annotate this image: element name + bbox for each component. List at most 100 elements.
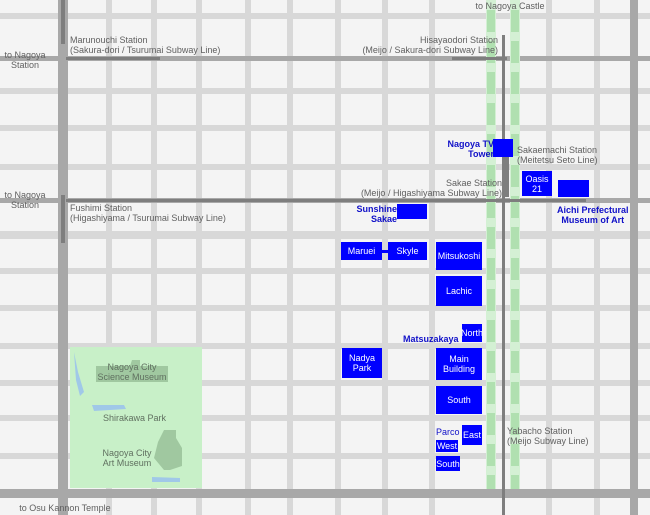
- street: [429, 0, 435, 515]
- street: [0, 305, 650, 311]
- building-name-line2: Building: [442, 364, 476, 374]
- road-east-edge: [630, 0, 638, 515]
- mitsukoshi-building: Mitsukoshi: [436, 242, 482, 270]
- maruei-building: Maruei: [341, 242, 382, 260]
- direction-west-label: to Nagoya Station: [0, 190, 50, 210]
- road-sakura-dori: [0, 56, 650, 61]
- station-name: Sakaemachi Station: [517, 145, 598, 155]
- street: [0, 164, 650, 170]
- art-museum-label: Nagoya City Art Museum: [92, 448, 162, 468]
- sunshine-sakae-label: Sunshine Sakae: [340, 204, 397, 224]
- street: [0, 268, 650, 274]
- direction-west-line1: to Nagoya: [4, 50, 46, 60]
- building-name-line2: Art Museum: [102, 458, 152, 468]
- subway-line-sakura-dori: [452, 57, 507, 60]
- building-name-line2: Sakae: [370, 214, 397, 224]
- street: [0, 88, 650, 94]
- building-name-line1: Main: [449, 354, 469, 364]
- street: [0, 453, 650, 459]
- building-name-line2: Park: [352, 363, 372, 373]
- park-pond: [92, 405, 126, 411]
- street: [0, 415, 650, 421]
- nagoya-tv-tower-building: [493, 139, 513, 157]
- art-museum-shape: [154, 430, 182, 470]
- station-name: Sakae Station: [445, 178, 502, 188]
- station-lines: (Meijo / Higashiyama Subway Line): [360, 188, 502, 198]
- direction-west-label: to Nagoya Station: [0, 50, 50, 70]
- parco-south-building: South: [436, 456, 460, 471]
- building-name-line1: Oasis: [525, 173, 549, 184]
- station-lines: (Sakura-dori / Tsurumai Subway Line): [70, 45, 221, 55]
- direction-north-label: to Nagoya Castle: [475, 1, 545, 11]
- subway-line-tsurumai: [61, 0, 65, 44]
- subway-line-meitetsu-seto: [505, 157, 509, 197]
- subway-line-tsurumai: [61, 195, 65, 243]
- matsuzakaya-label: Matsuzakaya: [403, 334, 459, 344]
- matsuzakaya-main-building: Main Building: [436, 348, 482, 380]
- station-marunouchi-label: Marunouchi Station (Sakura-dori / Tsurum…: [70, 35, 220, 55]
- building-name-line1: Nadya: [348, 353, 375, 363]
- park-pond: [152, 477, 180, 482]
- parco-west-building: West: [436, 440, 458, 452]
- subway-line-meijo: [502, 35, 505, 515]
- sunshine-sakae-building: [397, 204, 427, 219]
- station-hisayaodori-label: Hisayaodori Station (Meijo / Sakura-dori…: [340, 35, 498, 55]
- building-name-line2: Tower: [468, 149, 494, 159]
- nagoya-tv-tower-label: Nagoya TV Tower: [430, 139, 494, 159]
- station-name: Hisayaodori Station: [419, 35, 498, 45]
- street: [0, 380, 650, 386]
- park-pond: [74, 352, 84, 396]
- matsuzakaya-south-building: South: [436, 386, 482, 414]
- station-lines: (Meijo / Sakura-dori Subway Line): [362, 45, 498, 55]
- building-name-line2: 21: [531, 183, 542, 194]
- science-museum-shape: [96, 360, 168, 382]
- direction-west-line2: Station: [10, 200, 40, 210]
- station-lines: (Meitetsu Seto Line): [517, 155, 598, 165]
- nadya-park-building: Nadya Park: [342, 348, 382, 378]
- building-name-line1: Nagoya City: [102, 448, 152, 458]
- station-sakaemachi-label: Sakaemachi Station (Meitetsu Seto Line): [517, 145, 598, 165]
- building-name-line1: Aichi Prefectural: [557, 205, 629, 215]
- building-name-line1: Nagoya TV: [447, 139, 494, 149]
- street: [106, 0, 112, 515]
- building-name-line2: Museum of Art: [561, 215, 625, 225]
- parco-east-building: East: [462, 425, 482, 445]
- lachic-building: Lachic: [436, 276, 482, 306]
- street: [594, 0, 600, 515]
- skyle-building: Skyle: [388, 242, 427, 260]
- matsuzakaya-north-building: North: [461, 324, 483, 342]
- road-hisaya-west: [58, 0, 68, 515]
- parco-label: Parco: [436, 427, 460, 437]
- station-sakae-label: Sakae Station (Meijo / Higashiyama Subwa…: [340, 178, 502, 198]
- street: [287, 0, 293, 515]
- street: [546, 0, 552, 515]
- station-name: Marunouchi Station: [70, 35, 148, 45]
- street: [245, 0, 251, 515]
- station-yabacho-label: Yabacho Station (Meijo Subway Line): [507, 426, 589, 446]
- science-museum-label: Nagoya City Science Museum: [92, 362, 172, 382]
- subway-line-sakura-dori: [66, 57, 160, 60]
- street: [196, 0, 202, 515]
- station-name: Fushimi Station: [70, 203, 133, 213]
- street: [335, 0, 341, 515]
- aichi-museum-building: [558, 180, 589, 197]
- aichi-museum-label: Aichi Prefectural Museum of Art: [557, 205, 629, 225]
- street: [0, 13, 650, 19]
- shirakawa-park-label: Shirakawa Park: [103, 413, 167, 423]
- street: [0, 125, 650, 131]
- station-name: Yabacho Station: [507, 426, 573, 436]
- street: [382, 0, 388, 515]
- station-lines: (Higashiyama / Tsurumai Subway Line): [70, 213, 226, 223]
- subway-line-higashiyama: [66, 199, 586, 202]
- building-name-line2: Science Museum: [97, 372, 167, 382]
- street: [151, 0, 157, 515]
- direction-west-line1: to Nagoya: [4, 190, 46, 200]
- direction-west-line2: Station: [10, 60, 40, 70]
- station-lines: (Meijo Subway Line): [507, 436, 589, 446]
- direction-south-label: to Osu Kannon Temple: [19, 503, 111, 513]
- building-name-line1: Nagoya City: [107, 362, 157, 372]
- maruei-skyle-bridge: [382, 250, 388, 253]
- road-south: [0, 489, 650, 498]
